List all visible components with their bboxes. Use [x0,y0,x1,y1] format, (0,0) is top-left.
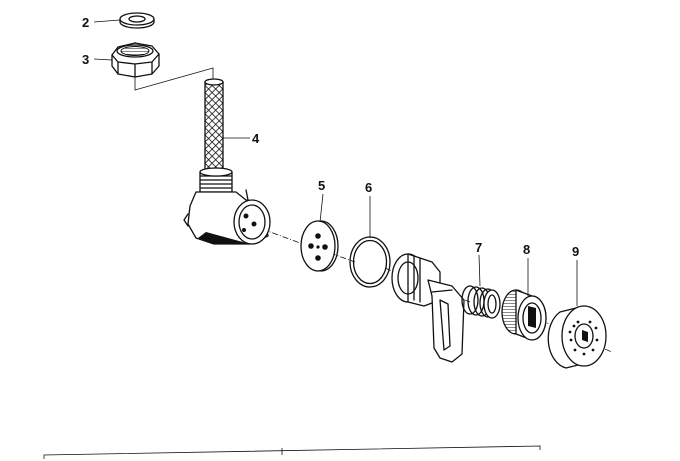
spring-icon [461,285,501,319]
hex-nut-icon [111,42,160,78]
callout-2: 2 [82,15,89,30]
callout-9: 9 [572,244,579,259]
callout-8: 8 [523,242,530,257]
cap-icon [547,305,607,369]
callout-3: 3 [82,52,89,67]
callout-4: 4 [252,131,260,146]
callout-5: 5 [318,178,325,193]
tap-body-with-strainer-icon [183,78,271,245]
valve-disc-icon [300,220,339,272]
threaded-ring-icon [501,289,547,341]
washer-icon [119,12,155,29]
callout-labels: 2 3 4 5 6 7 8 9 [82,15,579,259]
valve-lever-icon [391,253,465,363]
callout-6: 6 [365,180,372,195]
callout-7: 7 [475,240,482,255]
leader-lines [93,19,578,306]
bottom-bracket [43,445,541,459]
o-ring-icon [349,236,391,288]
